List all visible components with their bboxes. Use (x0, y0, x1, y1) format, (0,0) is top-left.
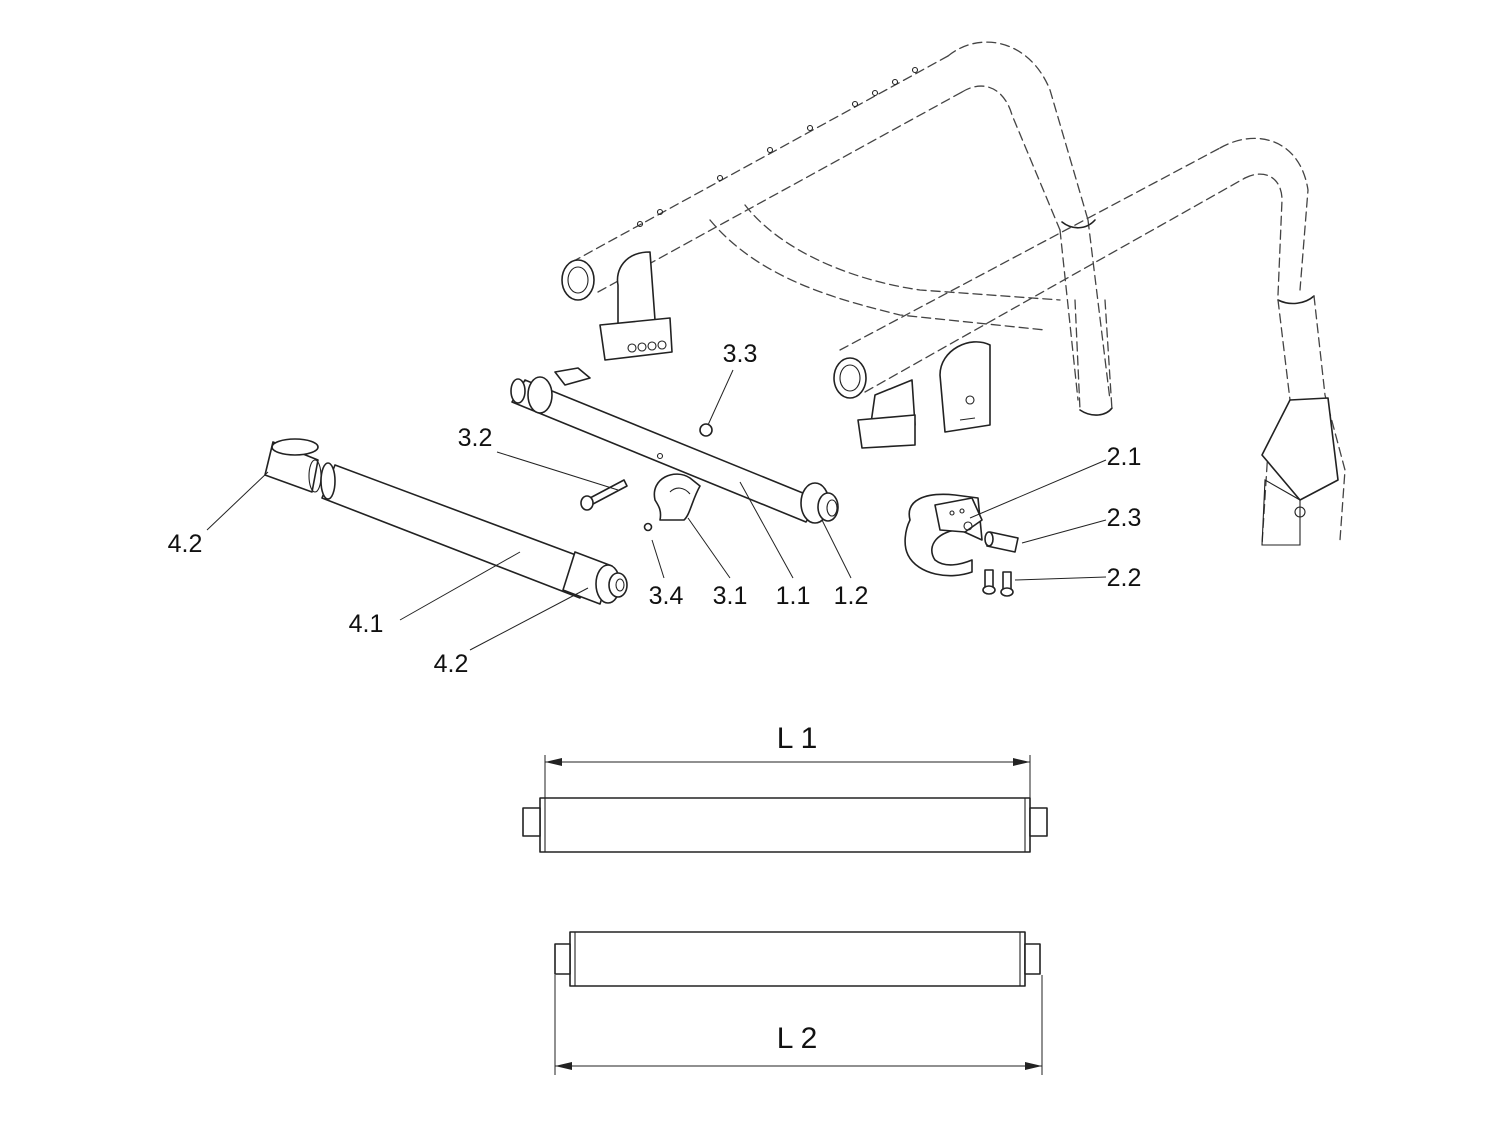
dimension-l1-view: L 1 (522, 722, 1048, 853)
callout-2-2: 2.2 (1107, 564, 1142, 592)
callout-2-3: 2.3 (1107, 504, 1142, 532)
part-4-2-sleeve-right (562, 551, 628, 605)
part-4-1-tube (320, 462, 593, 599)
part-4-2-sleeve-left (264, 438, 322, 493)
callout-3-1: 3.1 (713, 582, 748, 610)
part-3-4-ball (643, 522, 653, 532)
dimension-l2-view: L 2 (554, 931, 1043, 1075)
callout-4-1: 4.1 (349, 610, 384, 638)
dimension-l2-label: L 2 (777, 1022, 818, 1055)
callout-2-1: 2.1 (1107, 443, 1142, 471)
callout-3-2: 3.2 (458, 424, 493, 452)
part-3-2-bolt (580, 479, 628, 511)
callout-labels: 3.3 3.2 4.2 4.1 4.2 3.4 3.1 1.1 1.2 2.1 … (168, 340, 1142, 678)
callout-3-4: 3.4 (649, 582, 684, 610)
leader-lines (206, 369, 1107, 651)
part-3-1-clamp (653, 473, 701, 521)
part-2-1-clamp-ring (904, 493, 983, 577)
dimension-l1-label: L 1 (777, 722, 818, 755)
callout-1-2: 1.2 (834, 582, 869, 610)
callout-4-2-right: 4.2 (434, 650, 469, 678)
callout-3-3: 3.3 (723, 340, 758, 368)
callout-4-2-left: 4.2 (168, 530, 203, 558)
wheelchair-frame-outline (561, 41, 1346, 546)
part-2-3-pin (984, 531, 1019, 553)
adjustment-holes (636, 66, 919, 228)
part-3-3-set-screw (699, 423, 713, 437)
part-1-2-end-cap (800, 482, 839, 524)
part-2-2-screws (982, 569, 1014, 597)
callout-1-1: 1.1 (776, 582, 811, 610)
